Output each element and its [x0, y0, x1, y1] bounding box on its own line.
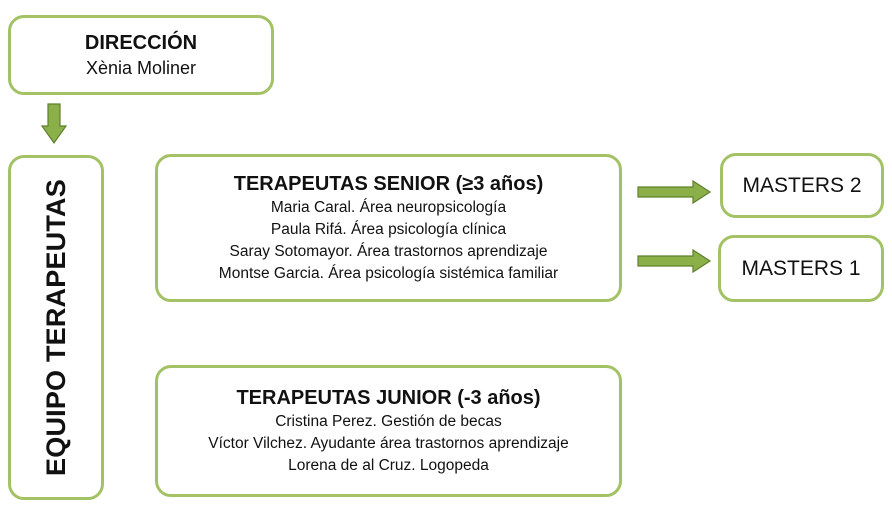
junior-member: Víctor Vilchez. Ayudante área trastornos…: [208, 435, 569, 452]
equipo-terapeutas-box: EQUIPO TERAPEUTAS: [8, 155, 104, 500]
masters-1-box: MASTERS 1: [718, 235, 884, 302]
senior-member: Maria Caral. Área neuropsicología: [270, 199, 507, 216]
masters-2-label: MASTERS 2: [742, 173, 862, 197]
junior-member: Lorena de al Cruz. Logopeda: [288, 457, 489, 474]
senior-title: TERAPEUTAS SENIOR (≥3 años): [233, 173, 544, 195]
terapeutas-junior-box: TERAPEUTAS JUNIOR (-3 años) Cristina Per…: [155, 365, 622, 497]
masters-1-label: MASTERS 1: [741, 256, 861, 280]
down-arrow-icon: [40, 103, 68, 145]
senior-member: Saray Sotomayor. Área trastornos aprendi…: [229, 243, 548, 260]
right-arrow-icon: [637, 179, 712, 205]
junior-title: TERAPEUTAS JUNIOR (-3 años): [236, 387, 541, 409]
direccion-title: DIRECCIÓN: [84, 32, 198, 54]
direccion-box: DIRECCIÓN Xènia Moliner: [8, 15, 274, 95]
junior-member: Cristina Perez. Gestión de becas: [275, 413, 502, 430]
terapeutas-senior-box: TERAPEUTAS SENIOR (≥3 años) Maria Caral.…: [155, 154, 622, 302]
right-arrow-icon: [637, 248, 712, 274]
equipo-terapeutas-label: EQUIPO TERAPEUTAS: [40, 179, 71, 476]
direccion-name: Xènia Moliner: [85, 58, 197, 78]
masters-2-box: MASTERS 2: [720, 153, 884, 218]
senior-member: Montse Garcia. Área psicología sistémica…: [218, 265, 559, 282]
senior-member: Paula Rifá. Área psicología clínica: [270, 221, 507, 238]
